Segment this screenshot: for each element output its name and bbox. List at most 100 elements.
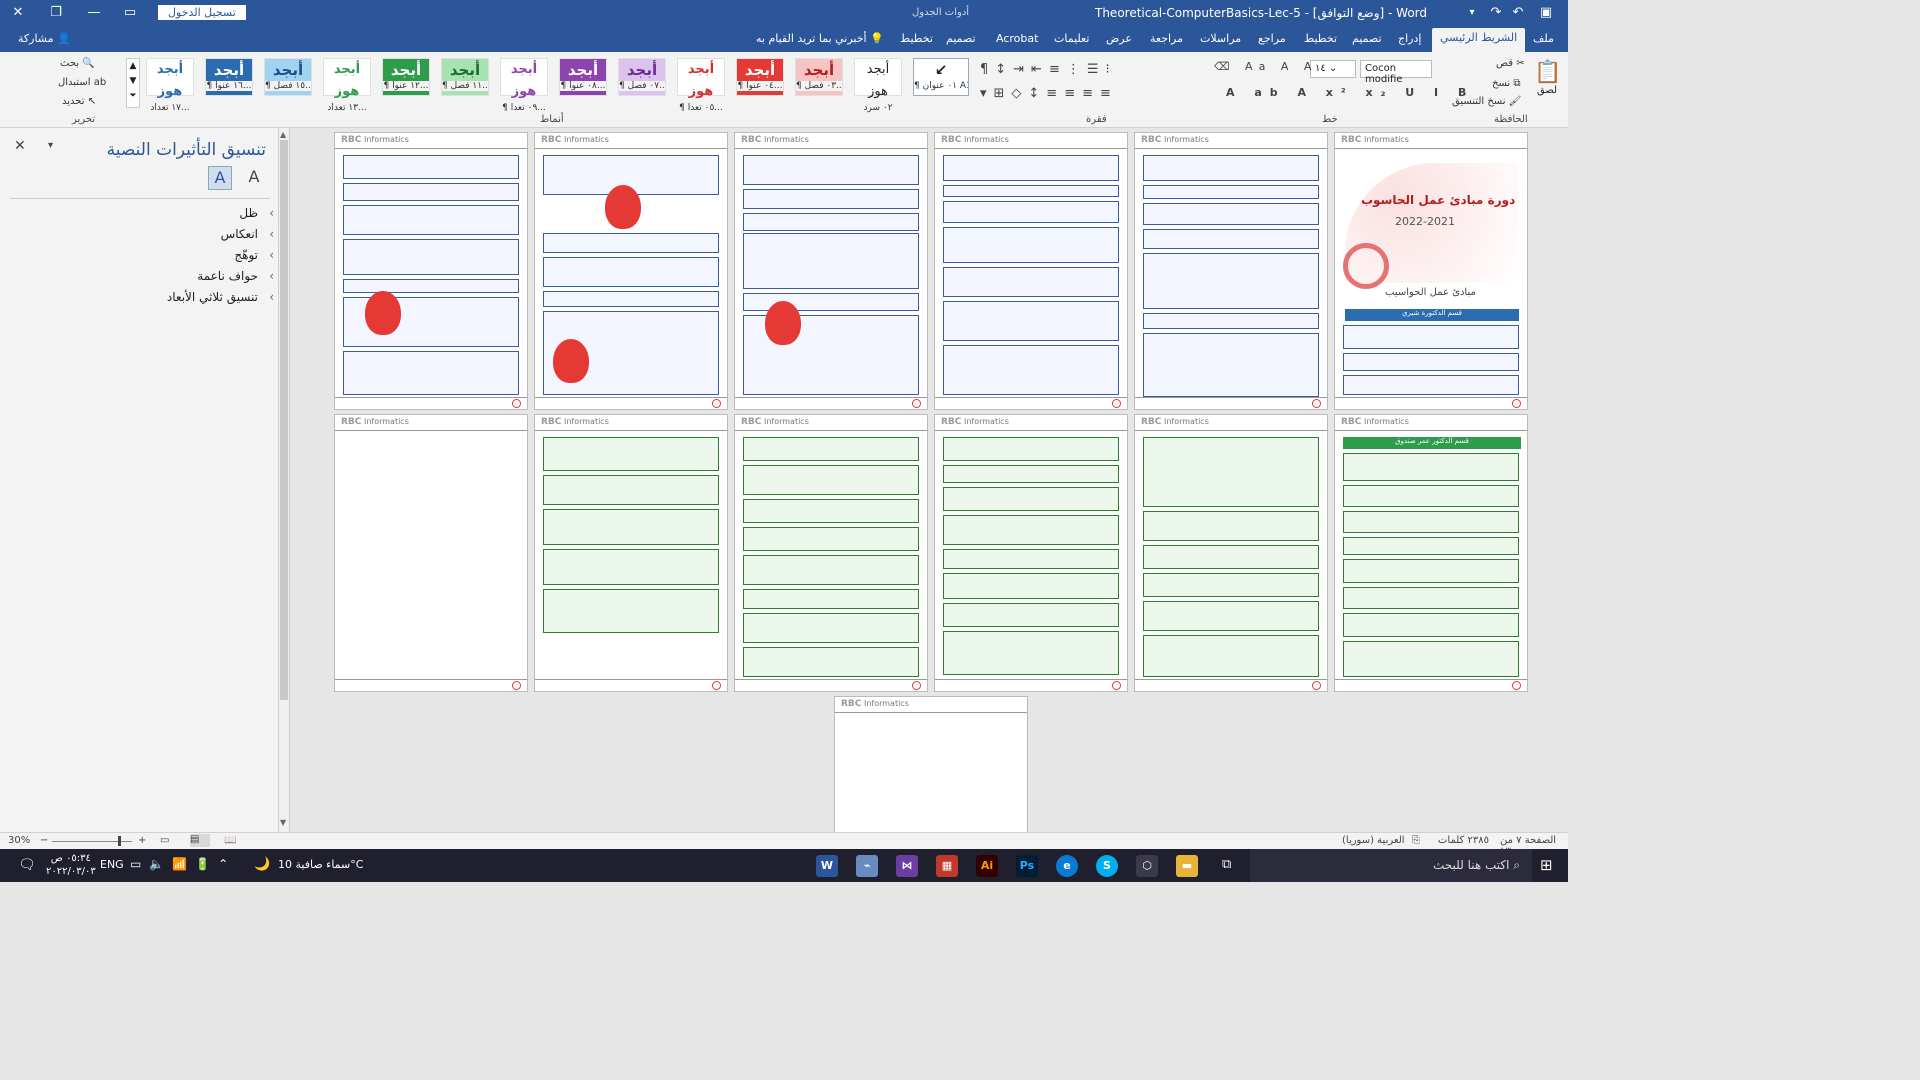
tab-references[interactable]: مراجع [1258,32,1286,45]
find-button[interactable]: بحث 🔍 [60,58,95,69]
tab-table-design[interactable]: تصميم [946,32,976,45]
sign-in-button[interactable]: تسجيل الدخول [158,5,246,20]
language-indicator[interactable]: العربية (سوريا) [1342,835,1405,846]
tab-design[interactable]: تصميم [1352,32,1382,45]
zoom-slider[interactable] [52,841,132,842]
word-app-icon[interactable]: W [816,855,838,877]
restore-window-icon[interactable]: ❐ [50,5,62,20]
ribbon-display-icon[interactable]: ▭ [123,5,137,20]
edge-icon[interactable]: e [1056,855,1078,877]
vertical-scrollbar[interactable]: ▲ ▼ [279,128,290,832]
style-item-01[interactable]: ↙¶ ٠١ عنوان A1 [913,58,969,96]
zoom-level[interactable]: 30% [8,835,31,846]
font-tools-row1[interactable]: ⌫ Aa A A [1214,60,1318,73]
app-settings-icon[interactable]: ⬡ [1136,855,1158,877]
tiles-app-icon[interactable]: ▦ [936,855,958,877]
style-item-03[interactable]: أبجد¶ ٠٣ فصل... [795,58,843,96]
tab-view[interactable]: عرض [1106,32,1132,45]
illustrator-icon[interactable]: Ai [976,855,998,877]
scroll-up-icon[interactable]: ▲ [280,130,287,139]
page-6: RBC Informatics [334,132,528,410]
scroll-down-icon[interactable]: ▼ [280,818,287,827]
style-item-15[interactable]: أبجد¶ ١٥ فصل... [264,58,312,96]
skype-icon[interactable]: S [1096,855,1118,877]
task-view-icon[interactable]: ⧉ [1222,857,1232,872]
font-tools-row2[interactable]: A ab A x² x₂ U I B [1226,86,1475,99]
page-10: RBC Informatics [734,414,928,692]
tab-acrobat[interactable]: Acrobat [996,32,1039,45]
paragraph-controls[interactable]: ¶↕⇥⇤≡⋮☰⁝▾⊞◇↕≡≡≡≡ [980,62,1118,101]
style-item-04[interactable]: أبجد¶ ٠٤ عنوا... [736,58,784,96]
notifications-icon[interactable]: 🗨 [18,857,36,873]
tab-layout[interactable]: تخطيط [1304,32,1337,45]
minimize-window-icon[interactable]: — [87,5,101,20]
paste-button[interactable]: 📋 لصق [1534,60,1562,96]
tab-review[interactable]: مراجعة [1150,32,1184,45]
copy-button[interactable]: نسخ ⧉ [1492,78,1521,89]
style-item-16[interactable]: أبجد¶ ١٦ عنوا... [205,58,253,96]
tab-home[interactable]: الشريط الرئيسي [1432,28,1526,52]
cover-year: 2022-2021 [1395,215,1455,228]
style-item-12[interactable]: أبجد¶ ١٢ عنوا... [382,58,430,96]
read-mode-icon[interactable]: 📖 [224,835,237,846]
tab-file[interactable]: ملف [1533,32,1554,45]
shadow-option[interactable]: ظل [239,206,273,220]
font-name-select[interactable]: Cocon modifie [1360,60,1432,85]
weather[interactable]: سماء صافية 10°C [278,858,364,871]
zoom-thumb[interactable] [118,836,121,846]
styles-scroll[interactable]: ▲▼⏷ [126,58,140,108]
file-explorer-icon[interactable]: ▬ [1176,855,1198,877]
style-item-07[interactable]: أبجد¶ ٠٧ فصل... [618,58,666,96]
tell-me-box[interactable]: أخبرني بما تريد القيام به 💡 [756,32,884,45]
zoom-out-icon[interactable]: − [40,835,49,846]
style-item-11[interactable]: أبجد¶ ١١ فصل... [441,58,489,96]
page-2: RBC Informatics [1134,132,1328,410]
text-effects-icon[interactable]: A [208,166,232,190]
app-icon[interactable]: ⌁ [856,855,878,877]
3d-format-option[interactable]: تنسيق ثلاثي الأبعاد [167,290,274,304]
tab-insert[interactable]: إدراج [1398,32,1422,45]
focus-mode-icon[interactable]: ▭ [160,835,170,846]
close-window-icon[interactable]: ✕ [12,5,24,20]
tab-table-layout[interactable]: تخطيط [900,32,933,45]
replace-button[interactable]: استبدال ab [58,77,107,88]
select-button[interactable]: تحديد ↖ [62,96,97,107]
style-item-05[interactable]: أبجد هوز¶ ٠٥ تعدا... [677,58,725,113]
cut-button[interactable]: قص ✂ [1496,58,1525,69]
moon-icon: 🌙 [254,857,271,872]
document-area[interactable]: RBC Informatics دورة مبادئ عمل الحاسوب 2… [290,128,1568,832]
style-item-09[interactable]: أبجد هوز¶ ٠٩ تعدا... [500,58,548,113]
zoom-in-icon[interactable]: + [138,835,147,846]
tray-icons[interactable]: ▭🔈📶🔋⌃ [130,857,237,871]
visual-studio-icon[interactable]: ⋈ [896,855,918,877]
text-fill-outline-icon[interactable]: A [248,167,260,186]
word-count[interactable]: ٢٣٨٥ كلمات [1438,835,1489,846]
redo-icon[interactable]: ↷ [1490,5,1502,20]
font-size-select[interactable]: ١٤ ⌄ [1310,60,1356,78]
soft-edges-option[interactable]: حواف ناعمة [197,269,273,283]
glow-option[interactable]: توهّج [234,248,273,262]
customize-toolbar-icon[interactable]: ▾ [1469,7,1475,18]
cover-subtitle: مبادئ عمل الحواسيب [1385,287,1476,298]
share-button[interactable]: مشاركة 👤 [18,32,71,45]
proofing-icon[interactable]: ⎘ [1412,835,1420,846]
format-painter-button[interactable]: نسخ التنسيق 🖌 [1452,96,1522,107]
undo-icon[interactable]: ↶ [1512,5,1524,20]
reflection-option[interactable]: انعكاس [221,227,275,241]
close-pane-icon[interactable]: ✕ [14,138,26,154]
pane-options-icon[interactable]: ▾ [48,140,54,151]
taskbar-search-box[interactable]: اكتب هنا للبحث ⌕ [1250,849,1532,882]
clock[interactable]: ٠٥:٣٤ ص ٢٠٢٢/٠٣/٠٣ [46,853,96,877]
input-language[interactable]: ENG [100,858,124,871]
scroll-thumb[interactable] [280,140,288,700]
print-layout-icon[interactable]: ▤ [190,834,210,847]
tab-help[interactable]: تعليمات [1054,32,1090,45]
tab-mailings[interactable]: مراسلات [1200,32,1242,45]
style-item-08[interactable]: أبجد¶ ٠٨ عنوا... [559,58,607,96]
windows-start-icon[interactable]: ⊞ [1540,856,1553,874]
photoshop-icon[interactable]: Ps [1016,855,1038,877]
save-icon[interactable]: ▣ [1539,5,1553,20]
